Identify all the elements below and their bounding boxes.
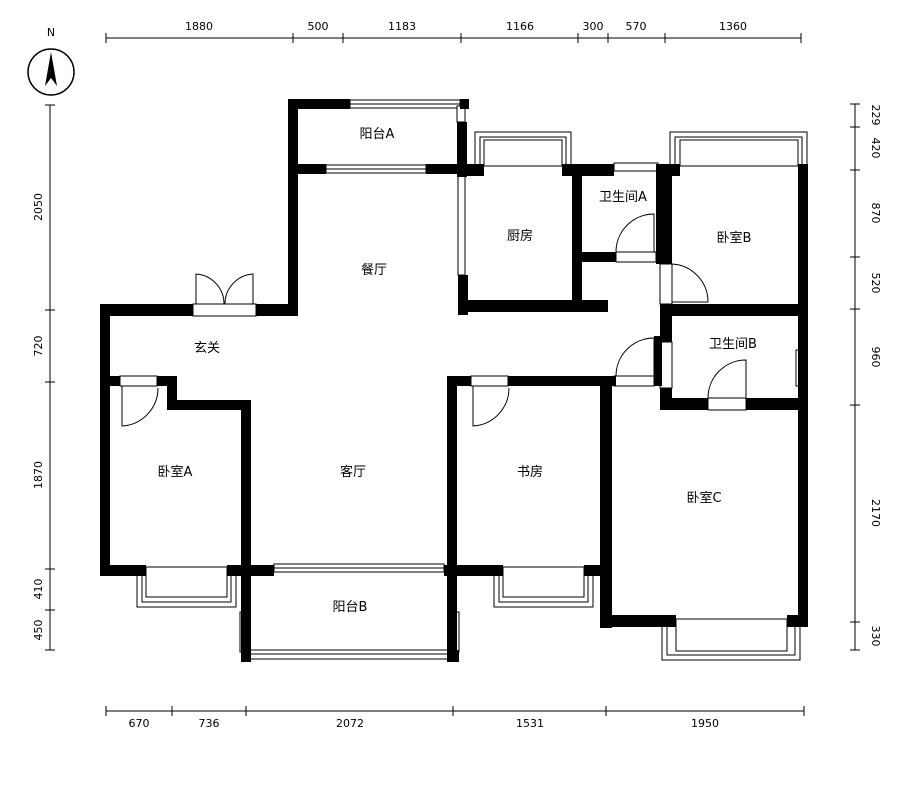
room-label-dining: 餐厅 (361, 262, 387, 278)
windows (136, 99, 808, 661)
room-label-study: 书房 (517, 464, 543, 480)
room-label-bedroom-a: 卧室A (158, 464, 193, 480)
room-label-bath-b: 卫生间B (709, 337, 757, 352)
room-label-entry: 玄关 (194, 341, 220, 356)
dim-bottom-2: 736 (199, 717, 220, 730)
dim-top-5: 300 (583, 20, 604, 33)
dim-bottom-3: 2072 (336, 717, 364, 730)
dim-right-3: 870 (869, 203, 882, 224)
walls (100, 99, 808, 662)
room-label-bedroom-c: 卧室C (686, 490, 721, 506)
room-label-kitchen: 厨房 (507, 228, 533, 244)
dim-right-5: 960 (869, 347, 882, 368)
dim-bottom-5: 1950 (691, 717, 719, 730)
dim-right-4: 520 (869, 273, 882, 294)
dim-left-4: 410 (32, 579, 45, 600)
room-label-living: 客厅 (340, 464, 366, 480)
north-compass-icon: N (27, 26, 75, 96)
dimension-left: 2050 720 1870 410 450 (32, 104, 55, 651)
dimension-top: 1880 500 1183 1166 300 570 1360 (105, 20, 802, 43)
dim-bottom-4: 1531 (516, 717, 544, 730)
dim-top-6: 570 (626, 20, 647, 33)
dim-top-3: 1183 (388, 20, 416, 33)
room-label-balcony-a: 阳台A (360, 127, 395, 142)
dim-top-7: 1360 (719, 20, 747, 33)
dimension-right: 229 420 870 520 960 2170 330 (850, 103, 882, 651)
room-labels: 阳台A 餐厅 厨房 卫生间A 卧室B 玄关 卫生间B 卧室A 客厅 书房 卧室C… (158, 127, 757, 615)
dim-left-1: 2050 (32, 193, 45, 221)
dim-left-5: 450 (32, 620, 45, 641)
dim-top-2: 500 (308, 20, 329, 33)
room-label-balcony-b: 阳台B (333, 600, 368, 615)
dim-right-1: 229 (869, 105, 882, 126)
dim-top-4: 1166 (506, 20, 534, 33)
dim-bottom-1: 670 (129, 717, 150, 730)
dim-left-3: 1870 (32, 461, 45, 489)
dim-right-2: 420 (869, 138, 882, 159)
dim-right-7: 330 (869, 626, 882, 647)
room-label-bath-a: 卫生间A (599, 190, 647, 205)
dim-right-6: 2170 (869, 499, 882, 527)
dimension-bottom: 670 736 2072 1531 1950 (105, 706, 805, 730)
room-label-bedroom-b: 卧室B (717, 230, 752, 246)
compass-label: N (47, 26, 55, 39)
doors (119, 213, 747, 427)
dim-top-1: 1880 (185, 20, 213, 33)
dim-left-2: 720 (32, 336, 45, 357)
